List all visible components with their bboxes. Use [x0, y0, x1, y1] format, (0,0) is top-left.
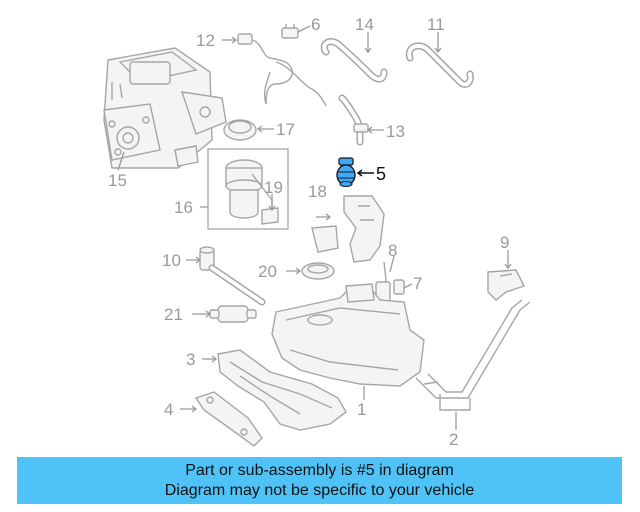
callout-14: 14	[355, 15, 374, 34]
info-banner: Part or sub-assembly is #5 in diagram Di…	[17, 457, 622, 504]
part-5-vent-valve	[336, 157, 356, 188]
callout-20: 20	[258, 262, 277, 281]
part-13-vent-hose	[338, 94, 369, 146]
part-3-heat-shield	[217, 349, 347, 431]
part-21-fuel-filter	[209, 305, 257, 323]
callout-7: 7	[413, 274, 422, 293]
callout-3: 3	[186, 350, 195, 369]
part-15-injection-pump	[103, 47, 227, 169]
part-20-seal-ring	[301, 262, 335, 280]
callout-4: 4	[164, 400, 173, 419]
part-18-bracket	[311, 195, 385, 263]
callout-21: 21	[164, 305, 183, 324]
leader-lines	[117, 25, 512, 430]
callout-13: 13	[386, 122, 405, 141]
parts-diagram: 1 2 3 4 5 6 7 8 9 10 11 12 13 14 15 16 1…	[103, 15, 531, 449]
banner-line-disclaimer: Diagram may not be specific to your vehi…	[164, 482, 475, 499]
part-14-fuel-hose	[320, 38, 388, 83]
callout-6: 6	[311, 15, 320, 34]
callout-12: 12	[196, 31, 215, 50]
part-10-filter-housing	[199, 246, 266, 306]
part-16-sender-unit	[207, 148, 289, 230]
callout-1: 1	[357, 400, 366, 419]
callout-19: 19	[264, 178, 283, 197]
callout-16: 16	[174, 198, 193, 217]
part-1-fuel-tank	[271, 283, 425, 387]
part-17-seal-ring	[223, 119, 257, 141]
part-2-tank-straps	[415, 299, 531, 411]
callout-17: 17	[276, 120, 295, 139]
part-6-connector	[281, 24, 299, 39]
callout-8: 8	[388, 241, 397, 260]
callout-15: 15	[108, 171, 127, 190]
part-11-fuel-hose	[405, 42, 474, 88]
callout-11: 11	[427, 15, 445, 34]
callout-18: 18	[308, 182, 327, 201]
callout-2: 2	[449, 430, 458, 449]
callout-10: 10	[162, 251, 181, 270]
banner-line-part: Part or sub-assembly is #5 in diagram	[185, 462, 454, 479]
part-4-bracket	[194, 391, 263, 447]
callout-5: 5	[376, 164, 386, 184]
callout-9: 9	[500, 233, 509, 252]
part-9-bracket	[487, 269, 525, 301]
part-12-wiring	[237, 33, 327, 107]
part-7-clamp	[393, 279, 405, 295]
callout-labels: 1 2 3 4 5 6 7 8 9 10 11 12 13 14 15 16 1…	[108, 15, 509, 449]
